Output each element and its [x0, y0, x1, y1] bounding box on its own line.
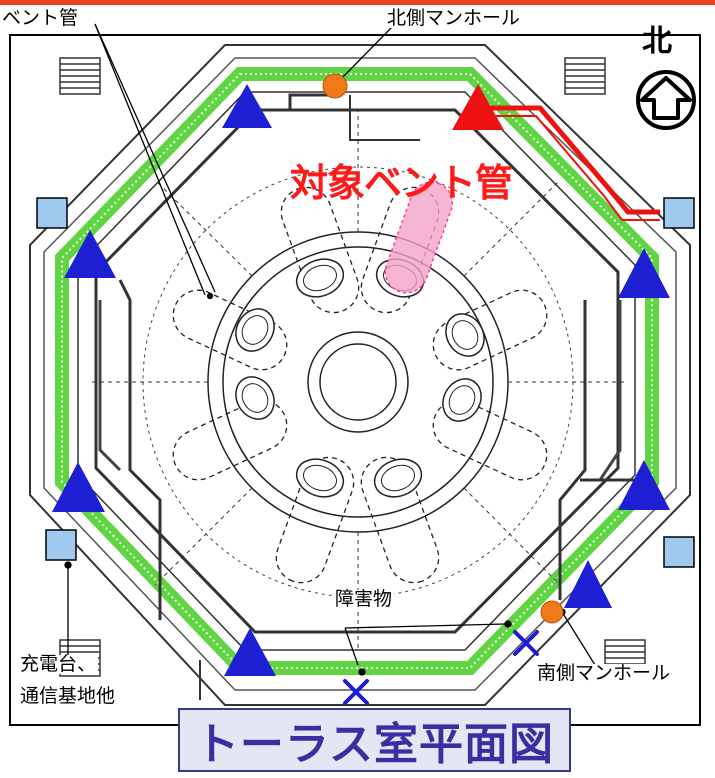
- south-manhole-leader: [561, 611, 596, 666]
- triangle-marker-icon: [64, 230, 116, 278]
- south-manhole-label: 南側マンホール: [535, 662, 673, 684]
- obstacle-leader-1: [344, 627, 359, 666]
- north-label: 北: [642, 24, 672, 59]
- north-manhole-leader: [339, 23, 396, 81]
- red-triangle-marker-icon: [452, 84, 504, 130]
- charger-sw-square: [45, 529, 77, 561]
- accent-bar: [0, 0, 715, 5]
- triangle-marker-icon: [618, 460, 670, 510]
- charging-station-label: 充電台、: [18, 653, 99, 675]
- comm-base-label: 通信基地他: [18, 685, 118, 707]
- charger-nw-square: [36, 197, 68, 229]
- triangle-marker-icon: [222, 84, 272, 128]
- charger-se-square: [663, 536, 695, 568]
- obstacle-leader-2: [344, 623, 506, 629]
- obstacle-label: 障害物: [333, 588, 395, 610]
- north-manhole-icon: [322, 73, 348, 99]
- triangle-marker-icon: [564, 560, 612, 608]
- page-title: トーラス室平面図: [194, 719, 555, 770]
- north-manhole-label: 北側マンホール: [385, 7, 523, 29]
- vent-pipe-leader: [94, 23, 206, 296]
- vent-pipe-label: ベント管: [0, 7, 81, 29]
- triangle-marker-icon: [618, 248, 670, 298]
- triangle-marker-icon: [224, 628, 276, 676]
- house-arrow-in-circle-icon: [636, 70, 696, 130]
- triangle-marker-icon: [52, 462, 105, 512]
- title-box: トーラス室平面図: [178, 708, 571, 772]
- south-manhole-icon: [540, 600, 564, 624]
- torus-outer-wall: [29, 44, 691, 706]
- target-vent-pipe-label: 対象ベント管: [290, 161, 513, 205]
- charger-ne-square: [663, 197, 695, 229]
- room-outline: [9, 34, 701, 726]
- target-vent-pipe-highlight: [384, 181, 454, 294]
